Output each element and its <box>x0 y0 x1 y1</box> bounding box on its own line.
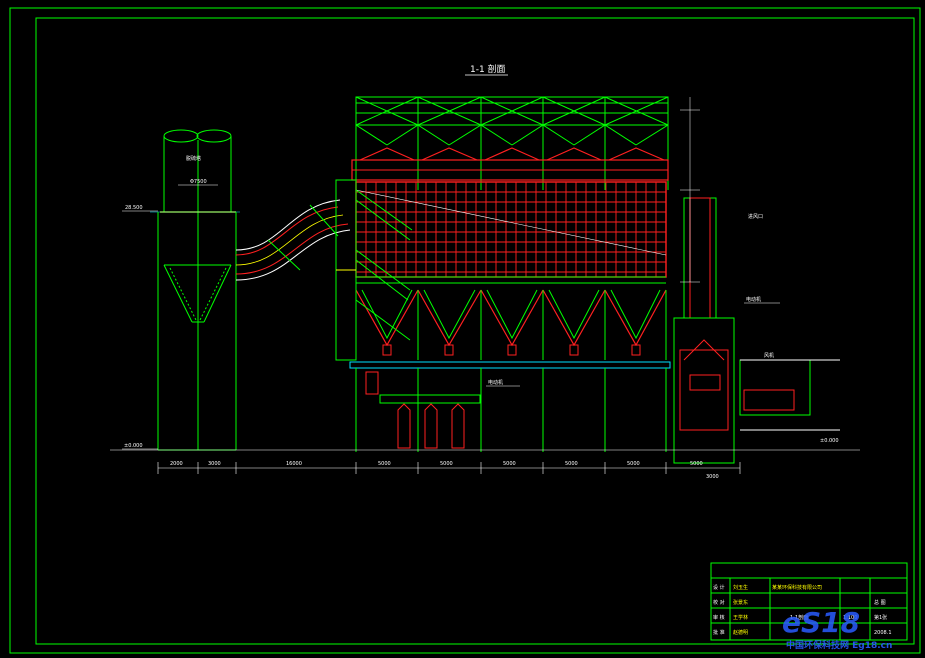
tb-sheet: 第1张 <box>874 614 887 621</box>
tb-role-2: 审 核 <box>713 614 725 621</box>
drawing-title: 1-1 剖面 <box>470 63 506 75</box>
level-top: 28.500 <box>125 205 143 211</box>
stair-ladder <box>335 179 413 361</box>
dim-4: 5000 <box>440 461 453 467</box>
dim-0: 2000 <box>170 461 183 467</box>
level-ground: ±0.000 <box>124 443 143 449</box>
dim-3: 5000 <box>378 461 391 467</box>
tb-role-1: 校 对 <box>713 599 725 606</box>
right-dims <box>680 97 700 283</box>
hoppers <box>355 289 667 360</box>
inner-frame <box>35 17 915 645</box>
filter-grid <box>355 181 667 284</box>
label-motor: 电动机 <box>746 296 761 303</box>
tb-name-3: 赵德明 <box>733 629 748 636</box>
dim-9: 3000 <box>706 474 719 480</box>
chimney-label: 脱硫塔 <box>186 155 201 162</box>
tb-name-1: 张景东 <box>733 599 748 606</box>
tb-project: 某某环保科技有限公司 <box>772 584 822 591</box>
level-ground-2: ±0.000 <box>820 438 839 444</box>
tb-name-2: 王学林 <box>733 614 748 621</box>
watermark-text: 中国环保科技网 Eg18.cn <box>786 639 892 651</box>
dim-2: 16000 <box>286 461 302 467</box>
label-fan: 风机 <box>764 352 774 359</box>
outer-frame <box>9 7 921 654</box>
tb-scale: 1:100 <box>843 615 857 621</box>
dim-1: 3000 <box>208 461 221 467</box>
dim-7: 5000 <box>627 461 640 467</box>
dim-8: 5000 <box>690 461 703 467</box>
watermark-logo: eS18 <box>782 606 860 639</box>
bottom-dimensions: 2000 3000 16000 5000 5000 5000 5000 5000… <box>110 449 860 480</box>
tb-date: 2008.1 <box>874 630 892 636</box>
title-block: 设 计 刘玉生 校 对 张景东 审 核 王学林 批 准 赵德明 某某环保科技有限… <box>710 562 908 641</box>
pulse-valve-row <box>351 147 669 181</box>
label-pipe: 进风口 <box>748 213 763 220</box>
outlet-duct: 风机 进风口 电动机 ±0.000 <box>673 197 840 464</box>
chimney-dim: Φ7500 <box>190 179 207 185</box>
inlet-duct <box>235 199 351 281</box>
tb-drawing-name: 1-1剖面 <box>790 614 808 621</box>
tb-role-0: 设 计 <box>713 584 725 591</box>
chimney-tower: 脱硫塔 Φ7500 28.500 ±0.000 <box>122 129 240 451</box>
support-structure: 电动机 <box>349 361 671 452</box>
label-support: 电动机 <box>488 379 503 386</box>
watermark: eS18 中国环保科技网 Eg18.cn <box>782 606 892 651</box>
tb-drawing-no: 总 图 <box>874 599 886 606</box>
dim-6: 5000 <box>565 461 578 467</box>
dim-5: 5000 <box>503 461 516 467</box>
tb-name-0: 刘玉生 <box>733 584 748 591</box>
roof-truss <box>355 96 669 190</box>
tb-role-3: 批 准 <box>713 629 725 636</box>
